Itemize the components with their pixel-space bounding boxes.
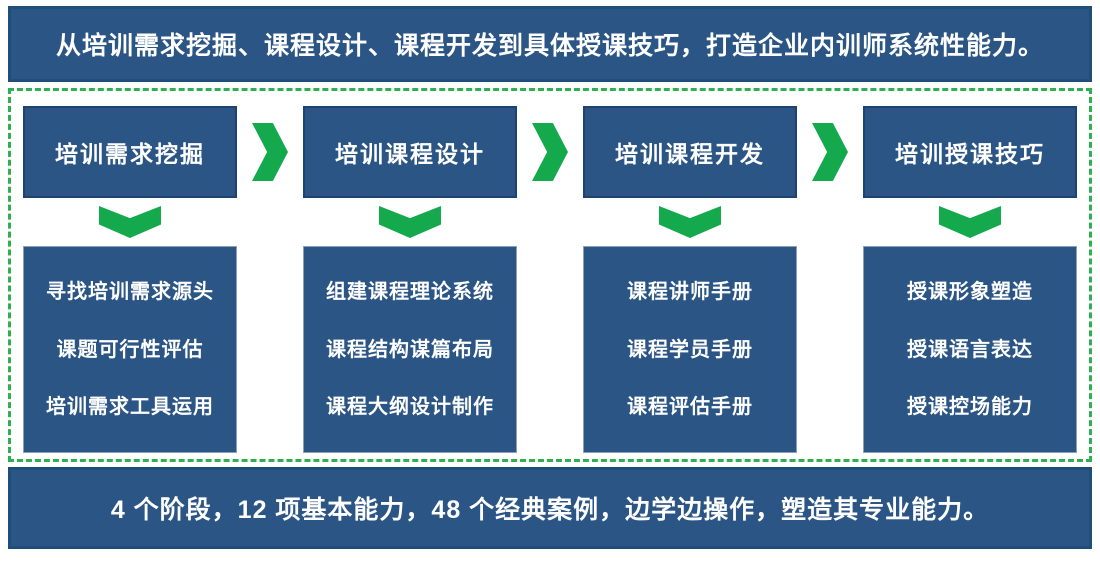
stage-flow-container: 培训需求挖掘 寻找培训需求源头 课题可行性评估 培训需求工具运用 培训课程设计 … — [8, 88, 1092, 462]
stage-item: 课程大纲设计制作 — [326, 395, 494, 418]
stage-item: 课程讲师手册 — [627, 281, 753, 304]
right-arrow-icon — [812, 123, 848, 181]
stage-column-2: 培训课程设计 组建课程理论系统 课程结构谋篇布局 课程大纲设计制作 — [303, 91, 517, 459]
stage-item: 课程结构谋篇布局 — [326, 338, 494, 361]
top-banner-text: 从培训需求挖掘、课程设计、课程开发到具体授课技巧，打造企业内训师系统性能力。 — [55, 32, 1044, 60]
stage-item: 授课形象塑造 — [907, 281, 1033, 304]
bottom-banner-text: 4 个阶段，12 项基本能力，48 个经典案例，边学边操作，塑造其专业能力。 — [110, 496, 990, 524]
stage-2-header: 培训课程设计 — [303, 106, 517, 198]
top-banner: 从培训需求挖掘、课程设计、课程开发到具体授课技巧，打造企业内训师系统性能力。 — [8, 6, 1092, 82]
stage-item: 培训需求工具运用 — [46, 395, 214, 418]
stage-column-1: 培训需求挖掘 寻找培训需求源头 课题可行性评估 培训需求工具运用 — [23, 91, 237, 459]
stage-3-header: 培训课程开发 — [583, 106, 797, 198]
stage-3-title: 培训课程开发 — [615, 141, 765, 167]
bottom-banner: 4 个阶段，12 项基本能力，48 个经典案例，边学边操作，塑造其专业能力。 — [8, 467, 1092, 549]
stage-1-items-box: 寻找培训需求源头 课题可行性评估 培训需求工具运用 — [23, 246, 237, 453]
stage-item: 组建课程理论系统 — [326, 281, 494, 304]
stage-separator-2 — [517, 91, 583, 459]
stage-item: 课程学员手册 — [627, 338, 753, 361]
stage-item: 寻找培训需求源头 — [46, 281, 214, 304]
stage-2-title: 培训课程设计 — [335, 141, 485, 167]
down-arrow-icon — [939, 206, 1001, 238]
stage-column-3: 培训课程开发 课程讲师手册 课程学员手册 课程评估手册 — [583, 91, 797, 459]
right-arrow-icon — [532, 123, 568, 181]
stage-4-title: 培训授课技巧 — [895, 141, 1045, 167]
stage-4-items-box: 授课形象塑造 授课语言表达 授课控场能力 — [863, 246, 1077, 453]
stage-4-header: 培训授课技巧 — [863, 106, 1077, 198]
stage-2-items-box: 组建课程理论系统 课程结构谋篇布局 课程大纲设计制作 — [303, 246, 517, 453]
down-arrow-icon — [379, 206, 441, 238]
stage-3-items-box: 课程讲师手册 课程学员手册 课程评估手册 — [583, 246, 797, 453]
training-capability-diagram: 从培训需求挖掘、课程设计、课程开发到具体授课技巧，打造企业内训师系统性能力。 培… — [0, 6, 1100, 568]
stage-separator-1 — [237, 91, 303, 459]
stage-item: 课题可行性评估 — [56, 338, 204, 361]
down-arrow-icon — [99, 206, 161, 238]
stage-separator-3 — [797, 91, 863, 459]
stage-item: 授课语言表达 — [907, 338, 1033, 361]
stage-column-4: 培训授课技巧 授课形象塑造 授课语言表达 授课控场能力 — [863, 91, 1077, 459]
stage-1-header: 培训需求挖掘 — [23, 106, 237, 198]
stage-item: 课程评估手册 — [627, 395, 753, 418]
stage-1-title: 培训需求挖掘 — [55, 141, 205, 167]
right-arrow-icon — [252, 123, 288, 181]
stage-item: 授课控场能力 — [907, 395, 1033, 418]
down-arrow-icon — [659, 206, 721, 238]
